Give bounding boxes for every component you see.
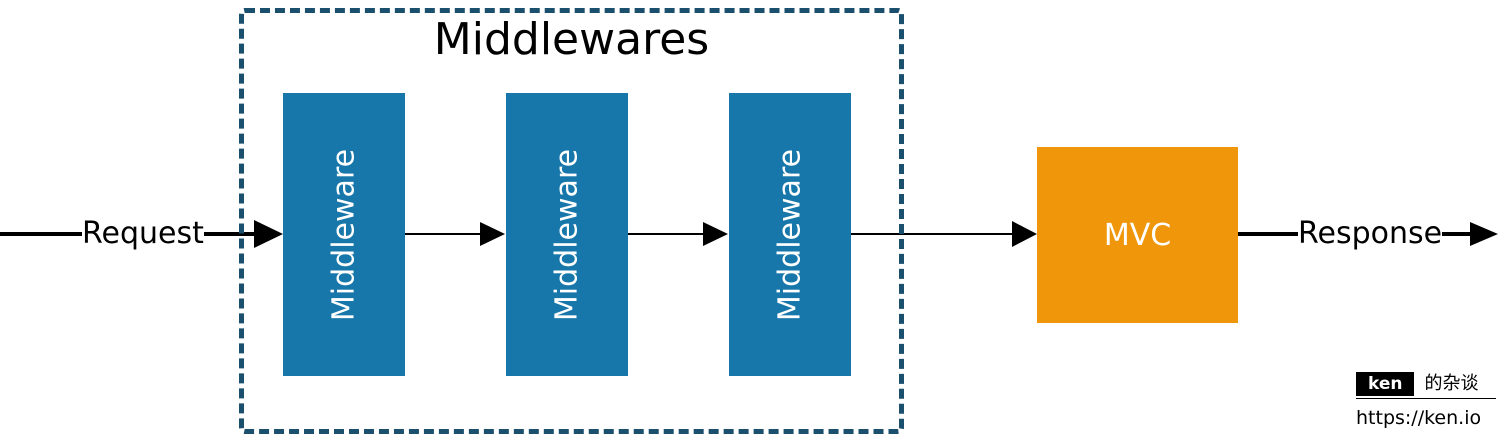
middleware-label-2: Middleware xyxy=(549,148,585,321)
mvc-label: MVC xyxy=(1103,217,1172,253)
watermark: ken 的杂谈 https://ken.io xyxy=(1356,372,1496,429)
middleware-box-1: Middleware xyxy=(283,93,405,376)
mw2-to-mw3-arrowhead-icon xyxy=(703,222,728,246)
middlewares-group xyxy=(239,8,904,434)
response-arrowhead-icon xyxy=(1470,222,1498,246)
middleware-label-1: Middleware xyxy=(326,148,362,321)
middleware-box-2: Middleware xyxy=(506,93,628,376)
mw1-to-mw2-arrowhead-icon xyxy=(480,222,505,246)
watermark-brand: ken xyxy=(1356,372,1415,396)
watermark-logo: ken 的杂谈 xyxy=(1356,372,1496,399)
middleware-box-3: Middleware xyxy=(729,93,851,376)
request-label: Request xyxy=(82,214,204,254)
watermark-suffix: 的杂谈 xyxy=(1424,373,1479,394)
mw3-to-mvc-arrowhead-icon xyxy=(1012,221,1037,247)
middlewares-group-title: Middlewares xyxy=(433,14,710,65)
request-arrowhead-icon xyxy=(254,220,283,248)
response-label: Response xyxy=(1298,214,1443,254)
mvc-box: MVC xyxy=(1037,147,1238,323)
middleware-label-3: Middleware xyxy=(772,148,808,321)
watermark-url: https://ken.io xyxy=(1356,407,1482,429)
